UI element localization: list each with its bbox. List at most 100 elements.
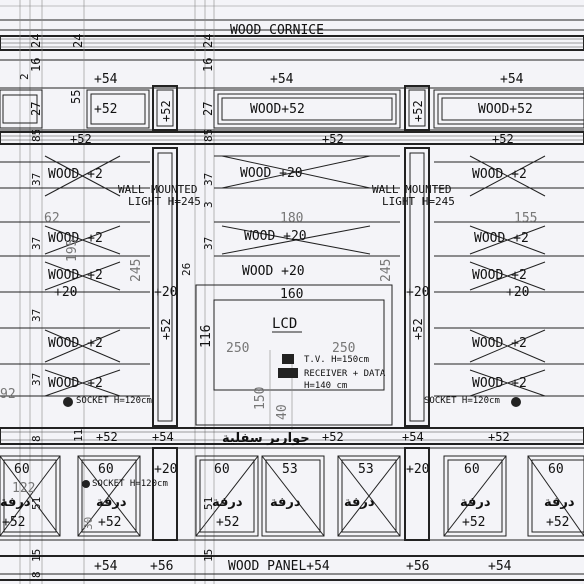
dim-195: 195 (65, 239, 80, 262)
dim-40: 40 (275, 404, 290, 420)
drawer-ar-6: درفة (460, 495, 491, 510)
dim-15-left: 15 (30, 549, 43, 562)
dim-60-e: 60 (548, 462, 564, 477)
p54-plinth-b: +54 (488, 559, 512, 574)
receiver-outlet-icon (278, 368, 298, 378)
dim-250-left: 250 (226, 341, 249, 356)
dim-8-bottom: 8 (30, 571, 43, 578)
lcd-label: LCD (272, 316, 297, 332)
p52-lb-a: +52 (96, 430, 118, 444)
p52-band-a: +52 (70, 132, 92, 146)
left-pilaster (152, 147, 178, 427)
wood2-l5: WOOD +2 (48, 376, 103, 391)
wood2-l3: WOOD +2 (48, 268, 103, 283)
dim-180: 180 (280, 211, 303, 226)
wall-light-h-right: LIGHT H=245 (382, 195, 455, 208)
dim-30: 30 (82, 517, 95, 530)
lcd-frame (195, 284, 393, 426)
dim-37-a: 37 (30, 173, 43, 186)
tv-note: T.V. H=150cm (304, 355, 369, 365)
dim-3: 3 (202, 201, 215, 208)
left-wood-strips (0, 155, 150, 397)
drawers-arabic-label: جوارير سفلية (222, 431, 310, 446)
dim-60-a: 60 (14, 462, 30, 477)
dim-15-right: 15 (202, 549, 215, 562)
wood-cornice-label: WOOD CORNICE (230, 23, 324, 38)
dim-27-right: 27 (201, 102, 215, 116)
p52-band-c: +52 (492, 132, 514, 146)
p56-plinth-a: +56 (150, 559, 173, 574)
dim-60-b: 60 (98, 462, 114, 477)
p52-lb-c: +52 (488, 430, 510, 444)
dim-92: 92 (0, 387, 16, 402)
dim-60-c: 60 (214, 462, 230, 477)
drawer-ar-1: درفة (0, 495, 31, 510)
dim-60-d: 60 (464, 462, 480, 477)
dim-24-right: 24 (201, 34, 215, 48)
p52-a: +52 (94, 102, 117, 117)
wood2-l1: WOOD +2 (48, 167, 103, 182)
p54-a: +54 (94, 72, 118, 87)
dim-53-b: 53 (358, 462, 374, 477)
center-wood-strips (214, 155, 400, 257)
dim-250-right: 250 (332, 341, 355, 356)
socket-left: SOCKET H=120cm (76, 396, 152, 406)
wood2-r1: WOOD +2 (472, 167, 527, 182)
drawer-ar-2: درفة (96, 495, 127, 510)
dim-11: 11 (72, 429, 85, 442)
p54-c: +54 (500, 72, 524, 87)
dim-27-left: 27 (29, 102, 43, 116)
dim-16-right: 16 (201, 58, 215, 72)
wood2-r3: WOOD +2 (472, 268, 527, 283)
dim-26: 26 (180, 263, 193, 276)
dim-160: 160 (280, 287, 303, 302)
wood20-c1: WOOD +20 (240, 166, 303, 181)
p52-dr-2: +52 (98, 515, 121, 530)
wall-light-label-right: WALL MOUNTED (372, 183, 451, 196)
p20-pil-right: +20 (406, 285, 429, 300)
p52-dr-5: +52 (546, 515, 569, 530)
dim-155: 155 (514, 211, 537, 226)
drawer-ar-3: درفة (212, 495, 243, 510)
lcd-screen (213, 299, 385, 391)
p54-plinth-a: +54 (94, 559, 118, 574)
p52-band-b: +52 (322, 132, 344, 146)
dim-51-right: 51 (202, 497, 215, 510)
p52-right-col: +52 (411, 318, 425, 340)
p54-lb-b: +54 (402, 430, 424, 444)
dim-2: 2 (18, 73, 31, 80)
wood52-mid: WOOD+52 (250, 102, 305, 117)
wood52-right: WOOD+52 (478, 102, 533, 117)
p20-pil-left: +20 (154, 285, 177, 300)
dim-122: 122 (12, 481, 35, 496)
p52-pil-left: +52 (159, 100, 173, 122)
wood20-c2: WOOD +20 (244, 229, 307, 244)
wood20-c3: WOOD +20 (242, 264, 305, 279)
wall-light-h-left: LIGHT H=245 (128, 195, 201, 208)
p20-lower-right: +20 (406, 462, 429, 477)
drawer-ar-5: درفة (344, 495, 375, 510)
wood2-r2: WOOD +2 (474, 231, 529, 246)
p20-r: +20 (506, 285, 529, 300)
p52-lb-b: +52 (322, 430, 344, 444)
p52-dr-4: +52 (462, 515, 485, 530)
dim-245-right: 245 (379, 259, 394, 282)
drawer-ar-7: درفة (544, 495, 575, 510)
dim-53-a: 53 (282, 462, 298, 477)
lower-band (0, 427, 584, 445)
dim-24-mid: 24 (71, 34, 85, 48)
socket-mid: SOCKET H=120cm (92, 479, 168, 489)
dim-37-d: 37 (30, 373, 43, 386)
receiver-note: RECEIVER + DATA (304, 369, 386, 379)
p20-lower-left: +20 (154, 462, 177, 477)
dim-116: 116 (199, 325, 214, 348)
wall-light-label-left: WALL MOUNTED (118, 183, 197, 196)
drawer-ar-4: درفة (270, 495, 301, 510)
p54-lb-a: +54 (152, 430, 174, 444)
dim-8: 8 (30, 435, 43, 442)
dim-24-left: 24 (29, 34, 43, 48)
dim-51-left: 51 (30, 497, 43, 510)
wood2-l2: WOOD +2 (48, 231, 103, 246)
